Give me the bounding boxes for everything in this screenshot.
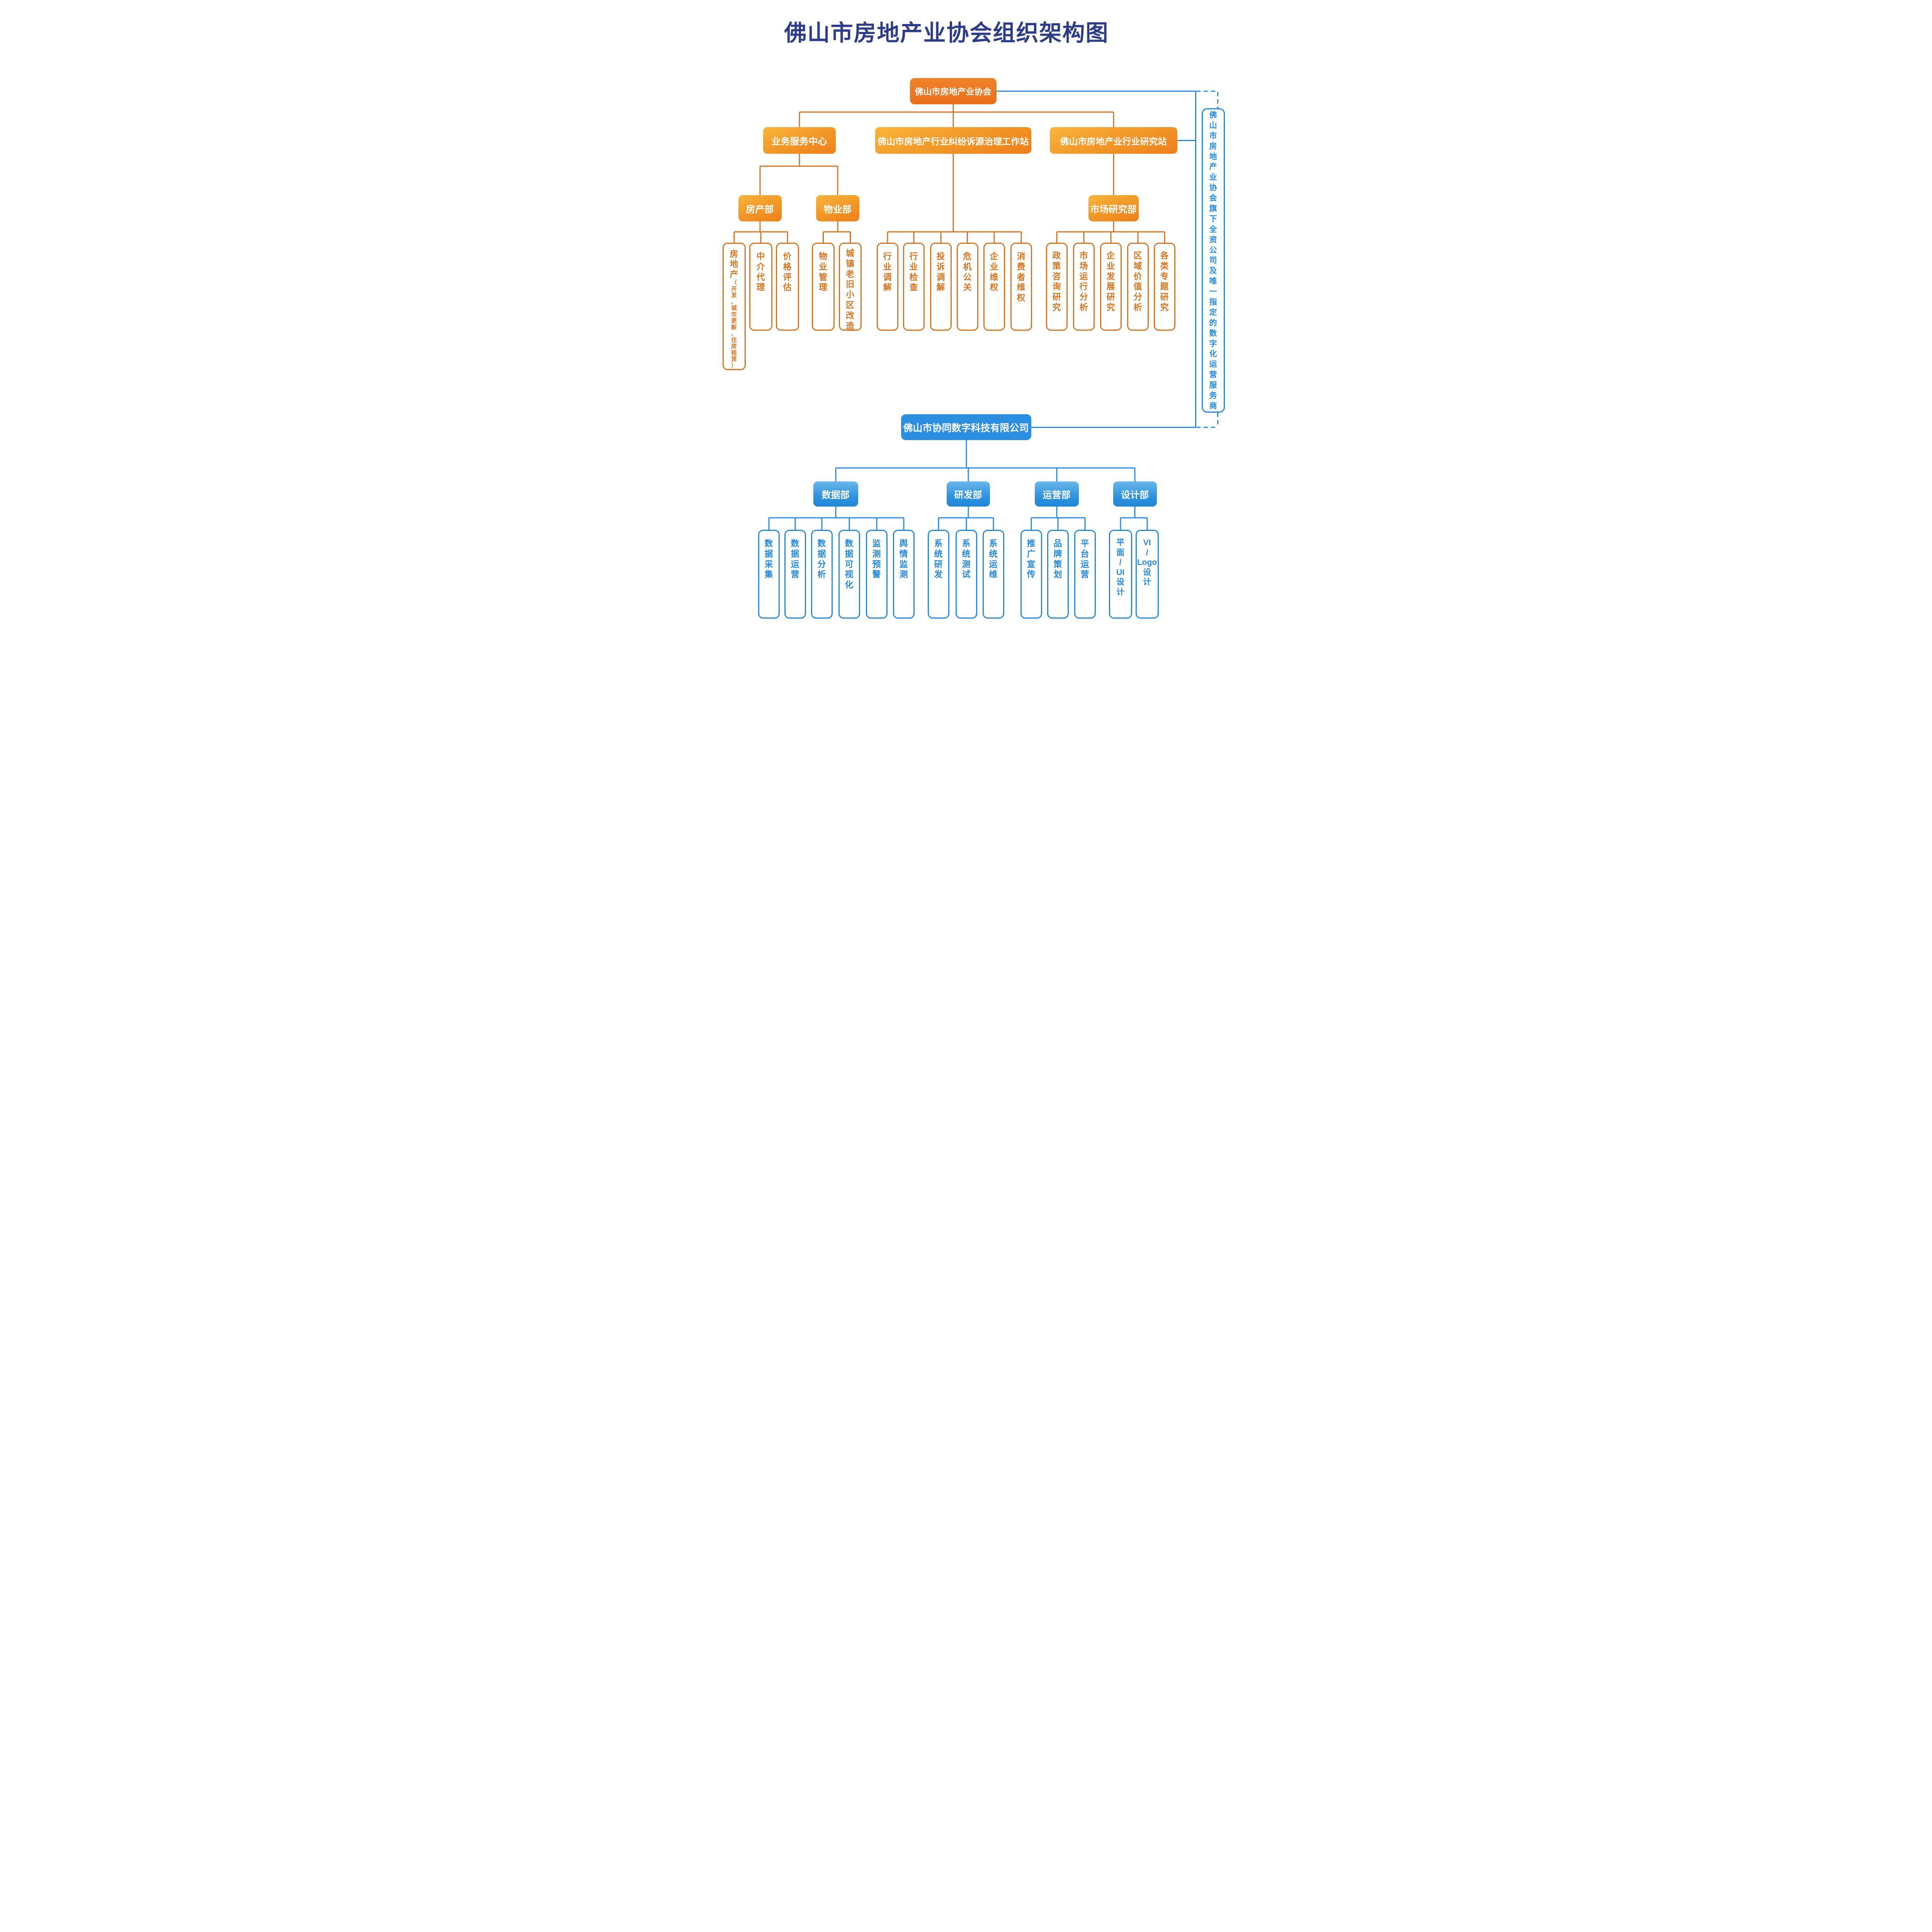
leaf-crisis-pr: 危 机 公 关 — [956, 243, 978, 331]
leaf-label: 数 据 分 析 — [817, 539, 826, 580]
orange-connector-lines — [733, 104, 1165, 243]
leaf-label: 区 域 价 值 分 析 — [1133, 251, 1142, 313]
leaf-label: 物 业 管 理 — [818, 252, 827, 293]
leaf-enterprise-rights: 企 业 维 权 — [983, 243, 1005, 331]
leaf-label: 企 业 发 展 研 究 — [1106, 251, 1115, 313]
node-label: 市场研究部 — [1090, 204, 1137, 215]
node-label: 业务服务中心 — [771, 136, 827, 147]
leaf-label: 推 广 宣 传 — [1027, 539, 1036, 580]
leaf-market-operation-analysis: 市 场 运 行 分 析 — [1073, 243, 1095, 331]
leaf-consumer-rights: 消 费 者 维 权 — [1010, 243, 1032, 331]
leaf-label: 企 业 维 权 — [990, 252, 998, 293]
node-research-station: 佛山市房地产业行业研究站 — [1049, 127, 1177, 154]
leaf-policy-research: 政 策 咨 询 研 究 — [1046, 243, 1068, 331]
leaf-label: 监 测 预 警 — [872, 539, 881, 580]
side-note-label: 佛 山 市 房 地 产 业 协 会 旗 下 全 资 公 司 及 唯 一 指 定 … — [1209, 111, 1217, 410]
leaf-label: 市 场 运 行 分 析 — [1079, 251, 1088, 313]
node-operations-dept: 运营部 — [1034, 481, 1079, 507]
leaf-promotion: 推 广 宣 传 — [1020, 530, 1042, 619]
node-label: 佛山市协同数字科技有限公司 — [903, 422, 1029, 434]
leaf-sentiment-monitoring: 舆 情 监 测 — [893, 530, 915, 619]
leaf-label: 系 统 测 试 — [962, 539, 971, 580]
leaf-label: 系 统 研 发 — [934, 539, 943, 580]
leaf-vi-logo-design: VI / Logo 设 计 — [1135, 530, 1159, 619]
page-title: 佛山市房地产业协会组织架构图 — [784, 20, 1109, 46]
leaf-old-district-renovation: 城 镇 老 旧 小 区 改 造 — [838, 243, 862, 331]
leaf-label: 行 业 调 解 — [883, 252, 892, 293]
node-label: 房产部 — [746, 204, 774, 215]
leaf-special-topic-research: 各 类 专 题 研 究 — [1153, 243, 1175, 331]
leaf-label: 平 面 / UI 设 计 — [1116, 538, 1124, 597]
leaf-label: 消 费 者 维 权 — [1017, 252, 1026, 303]
node-subsidiary-company: 佛山市协同数字科技有限公司 — [901, 414, 1031, 440]
leaf-system-development: 系 统 研 发 — [927, 530, 949, 619]
node-label: 数据部 — [821, 490, 850, 500]
leaf-label: 城 镇 老 旧 小 区 改 造 — [845, 248, 854, 331]
leaf-sublabel: （ 开 发 、 城 市 更 新 、 住 房 租 赁 ） — [731, 279, 737, 369]
leaf-real-estate: 房 地 产 （ 开 发 、 城 市 更 新 、 住 房 租 赁 ） — [722, 243, 746, 370]
leaf-label: 数 据 运 营 — [791, 539, 799, 580]
leaf-label: 政 策 咨 询 研 究 — [1052, 251, 1061, 313]
leaf-platform-operation: 平 台 运 营 — [1074, 530, 1096, 619]
node-property-dept: 物业部 — [816, 195, 859, 221]
leaf-label: 品 牌 策 划 — [1053, 539, 1062, 580]
node-association-root: 佛山市房地产业协会 — [910, 78, 997, 104]
leaf-industry-mediation: 行 业 调 解 — [876, 243, 898, 331]
node-design-dept: 设计部 — [1113, 481, 1157, 507]
leaf-label: 房 地 产 — [730, 249, 738, 279]
leaf-system-maintenance: 系 统 运 维 — [982, 530, 1004, 619]
leaf-label: 舆 情 监 测 — [899, 539, 908, 580]
leaf-label: 价 格 评 估 — [783, 252, 792, 293]
leaf-complaint-mediation: 投 诉 调 解 — [930, 243, 952, 331]
leaf-label: 系 统 运 维 — [989, 539, 998, 580]
leaf-brand-planning: 品 牌 策 划 — [1047, 530, 1069, 619]
leaf-data-visualization: 数 据 可 视 化 — [838, 530, 860, 619]
leaf-label: 投 诉 调 解 — [936, 252, 945, 293]
node-label: 佛山市房地产行业纠纷诉源治理工作站 — [878, 136, 1029, 146]
side-note-box: 佛 山 市 房 地 产 业 协 会 旗 下 全 资 公 司 及 唯 一 指 定 … — [1201, 108, 1225, 413]
org-chart-canvas: 佛山市房地产业协会组织架构图 佛山市房地产业协会 业务服务中心 佛山市房地产行业… — [643, 0, 1289, 624]
leaf-system-testing: 系 统 测 试 — [955, 530, 977, 619]
leaf-label: VI / Logo 设 计 — [1137, 538, 1157, 587]
leaf-label: 各 类 专 题 研 究 — [1160, 251, 1169, 313]
leaf-label: 数 据 可 视 化 — [845, 539, 854, 590]
leaf-monitoring-warning: 监 测 预 警 — [866, 530, 888, 619]
leaf-label: 中 介 代 理 — [756, 252, 765, 293]
node-label: 佛山市房地产业行业研究站 — [1060, 136, 1167, 146]
node-market-research-dept: 市场研究部 — [1088, 195, 1139, 221]
leaf-graphic-ui-design: 平 面 / UI 设 计 — [1109, 530, 1132, 619]
leaf-data-operation: 数 据 运 营 — [784, 530, 806, 619]
leaf-label: 危 机 公 关 — [963, 252, 972, 293]
leaf-label: 平 台 运 营 — [1080, 539, 1089, 580]
leaf-property-management: 物 业 管 理 — [811, 243, 835, 331]
node-label: 物业部 — [823, 204, 852, 215]
node-dispute-workstation: 佛山市房地产行业纠纷诉源治理工作站 — [875, 127, 1031, 154]
leaf-price-evaluation: 价 格 评 估 — [776, 243, 799, 331]
node-real-estate-dept: 房产部 — [738, 195, 782, 221]
leaf-industry-inspection: 行 业 检 查 — [903, 243, 925, 331]
node-label: 设计部 — [1121, 490, 1149, 500]
leaf-agency: 中 介 代 理 — [749, 243, 772, 331]
node-rnd-dept: 研发部 — [946, 481, 990, 507]
node-label: 运营部 — [1043, 490, 1071, 500]
node-label: 佛山市房地产业协会 — [915, 87, 992, 97]
node-data-dept: 数据部 — [813, 481, 858, 507]
leaf-data-analysis: 数 据 分 析 — [811, 530, 833, 619]
leaf-enterprise-development-research: 企 业 发 展 研 究 — [1100, 243, 1122, 331]
node-business-service-center: 业务服务中心 — [763, 127, 836, 154]
leaf-regional-value-analysis: 区 域 价 值 分 析 — [1127, 243, 1149, 331]
node-label: 研发部 — [954, 490, 982, 500]
leaf-label: 数 据 采 集 — [764, 539, 773, 580]
leaf-data-collection: 数 据 采 集 — [758, 530, 780, 619]
leaf-label: 行 业 检 查 — [909, 252, 918, 293]
